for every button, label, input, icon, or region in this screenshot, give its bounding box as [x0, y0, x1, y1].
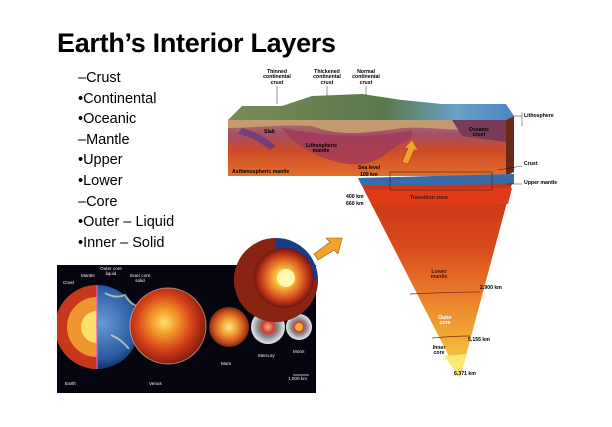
label-mars: Mars — [221, 361, 232, 366]
earth-cross-section-diagram: Thinned continental crust Thickened cont… — [222, 66, 560, 386]
label-400-km: 400 km — [346, 194, 364, 200]
label-moon: Moon — [293, 349, 305, 354]
bullet-lower: •Lower — [78, 172, 123, 189]
label-scale: 1,000 km — [288, 376, 307, 381]
label-mercury: Mercury — [258, 353, 275, 358]
cross-section-illustration — [228, 94, 514, 378]
label-lower-mantle: Lower mantle — [430, 269, 448, 281]
label-thinned-continental-crust: Thinned continental crust — [263, 69, 291, 86]
label-mantle: Mantle — [81, 273, 95, 278]
label-sea-level: Sea level — [358, 165, 381, 171]
label-2900-km: 2,900 km — [480, 285, 502, 291]
mars-globe — [209, 307, 249, 347]
bullet-core: –Core — [78, 193, 118, 210]
label-oceanic-crust: Oceanic crust — [468, 127, 490, 139]
bullet-upper: •Upper — [78, 152, 123, 169]
label-slab: Slab — [264, 129, 275, 135]
bullet-oceanic: •Oceanic — [78, 111, 137, 128]
leader-lines — [276, 86, 523, 185]
label-thickened-continental-crust: Thickened continental crust — [313, 69, 341, 86]
label-normal-continental-crust: Normal continental crust — [352, 69, 380, 86]
label-6371-km: 6,371 km — [454, 371, 476, 377]
label-660-km: 660 km — [346, 201, 364, 207]
label-lithospheric-mantle: Lithospheric mantle — [306, 143, 338, 155]
label-crust: Crust — [63, 280, 74, 285]
label-crust: Crust — [524, 161, 538, 167]
planets-illustration — [57, 285, 312, 376]
label-earth: Earth — [65, 381, 76, 386]
label-transition-zone: Transition zone — [410, 195, 449, 201]
bullet-outer-liquid: •Outer – Liquid — [78, 214, 175, 231]
bullet-mantle: –Mantle — [78, 131, 130, 148]
label-upper-mantle: Upper mantle — [524, 180, 558, 186]
bullet-list: –Crust •Continental •Oceanic –Mantle •Up… — [78, 68, 174, 253]
bullet-crust: –Crust — [78, 70, 121, 86]
label-100-km: 100 km — [360, 172, 378, 178]
bullet-continental: •Continental — [78, 90, 157, 107]
block-top-surface — [228, 94, 514, 122]
label-outer-core: Outer core — [438, 315, 452, 327]
venus-globe — [130, 288, 206, 364]
label-asthenospheric-mantle: Asthenospheric mantle — [232, 169, 290, 175]
label-venus: Venus — [149, 381, 162, 386]
layer-wedge — [358, 176, 514, 378]
label-5155-km: 5,155 km — [468, 337, 490, 343]
label-lithosphere: Lithosphere — [524, 113, 554, 119]
slide-title: Earth’s Interior Layers — [57, 28, 336, 58]
bullet-inner-solid: •Inner – Solid — [78, 234, 165, 251]
label-inner-core: Inner core — [432, 345, 446, 357]
